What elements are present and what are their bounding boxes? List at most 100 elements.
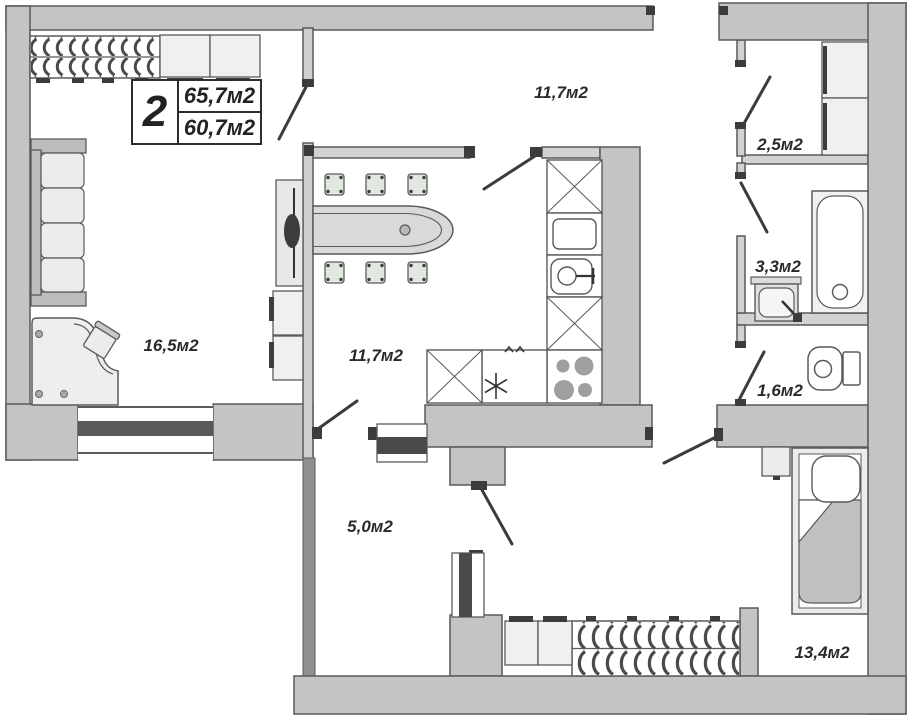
wall-segment xyxy=(5,5,31,461)
door-frame xyxy=(645,427,653,440)
legend-total-area: 65,7м2 xyxy=(179,81,260,113)
door-frame xyxy=(530,147,542,157)
entry-wardrobe xyxy=(29,35,161,83)
dining-chair xyxy=(324,261,345,284)
pillow xyxy=(811,455,861,503)
fridge xyxy=(546,159,603,214)
wall-segment xyxy=(302,457,316,677)
door-frame xyxy=(735,399,746,406)
top-cabinets xyxy=(159,34,261,84)
wall-segment xyxy=(736,126,746,157)
door-frame xyxy=(368,427,377,440)
dining-chair xyxy=(365,261,386,284)
door-frame xyxy=(719,6,728,15)
wall-segment xyxy=(736,39,746,64)
door-leaf xyxy=(376,423,428,463)
wardrobe-feet xyxy=(586,616,720,621)
wall-segment xyxy=(449,614,503,677)
kitchen-units xyxy=(426,159,603,404)
dining-table xyxy=(312,205,454,255)
dining-chair xyxy=(407,261,428,284)
wall-segment xyxy=(302,142,314,461)
wall-segment xyxy=(741,154,869,165)
door-frame xyxy=(735,172,746,179)
wall-segment xyxy=(312,146,471,159)
door-leaf xyxy=(451,552,485,618)
walls xyxy=(5,2,907,715)
nightstand xyxy=(761,446,791,480)
door-frame xyxy=(302,79,314,87)
room-label-kitchen: 11,7м2 xyxy=(534,83,588,102)
wall-segment xyxy=(5,5,654,31)
wall-segment xyxy=(736,235,746,314)
kitchen-sink xyxy=(546,254,603,298)
door-swing xyxy=(737,350,766,402)
wall-segment xyxy=(716,404,869,448)
door-frame xyxy=(735,341,746,348)
wall-segment xyxy=(739,607,759,677)
wall-segment xyxy=(302,27,314,83)
stove xyxy=(546,349,603,404)
bed xyxy=(791,447,869,615)
side-cabinets xyxy=(269,290,304,381)
wall-segment xyxy=(293,675,907,715)
room-label-bedroom: 13,4м2 xyxy=(794,643,850,662)
door-swing xyxy=(277,85,308,141)
closet-cabinets xyxy=(821,41,869,156)
door-frame xyxy=(304,145,314,156)
door-swing xyxy=(740,75,772,129)
sofa xyxy=(30,138,87,307)
cabinet xyxy=(821,97,869,156)
door-frame xyxy=(464,146,475,158)
bathtub xyxy=(811,190,869,314)
cabinet xyxy=(504,620,539,666)
worktop xyxy=(546,212,603,256)
desk-chair xyxy=(83,320,121,359)
wall-segment xyxy=(212,403,314,461)
window xyxy=(78,405,213,460)
door-swing xyxy=(662,435,718,465)
dining-chair xyxy=(407,173,428,196)
room-label-living: 16,5м2 xyxy=(143,336,199,355)
door-swings xyxy=(277,75,772,546)
cabinet xyxy=(159,34,211,78)
door-swing xyxy=(480,488,514,546)
cabinet xyxy=(821,41,869,99)
room-label-bathroom: 3,3м2 xyxy=(755,257,801,276)
bedroom-cabinets xyxy=(504,616,573,666)
door-frame xyxy=(471,481,487,490)
door-frame xyxy=(714,428,723,441)
wall-segment xyxy=(5,403,79,461)
door-swing xyxy=(739,181,769,234)
cabinet xyxy=(272,335,304,381)
door-frame xyxy=(312,427,322,439)
wall-segment xyxy=(867,2,907,715)
washing-machine xyxy=(481,345,548,404)
legend-room-count: 2 xyxy=(133,81,179,143)
room-label-closet: 2,5м2 xyxy=(757,135,803,154)
door-swing xyxy=(482,154,537,191)
tv-unit xyxy=(275,179,304,287)
door-frame xyxy=(735,60,746,67)
dining-chair xyxy=(324,173,345,196)
door-leaves xyxy=(376,423,485,618)
wall-segment xyxy=(541,146,601,159)
dining-chair xyxy=(365,173,386,196)
plan-legend: 2 65,7м2 60,7м2 xyxy=(131,79,262,145)
blanket xyxy=(798,499,862,604)
door-frame xyxy=(646,6,655,15)
room-label-toilet: 1,6м2 xyxy=(757,381,803,400)
blanket-fold xyxy=(798,499,836,544)
washbasin xyxy=(750,276,802,322)
room-label-dining: 11,7м2 xyxy=(349,346,403,365)
door-swing xyxy=(313,399,359,433)
room-label-hallway: 5,0м2 xyxy=(347,517,393,536)
cabinet xyxy=(272,290,304,336)
cabinet xyxy=(537,620,573,666)
bedroom-wardrobe xyxy=(571,616,741,677)
base-cabinet xyxy=(426,349,483,404)
corner-cabinet xyxy=(546,296,603,351)
wall-segment xyxy=(424,404,653,448)
